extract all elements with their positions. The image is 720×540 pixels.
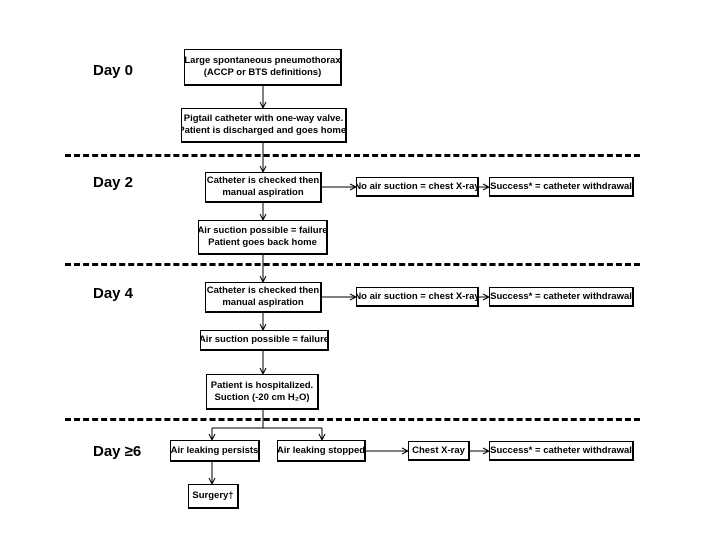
box-no-air-suction-day-2: No air suction = chest X-ray: [356, 177, 479, 197]
box-large-pneumothorax: Large spontaneous pneumothorax(ACCP or B…: [184, 49, 342, 86]
separator-day-6: [65, 418, 640, 421]
box-patient-hospitalized: Patient is hospitalized.Suction (-20 cm …: [206, 374, 319, 410]
box-pigtail-catheter: Pigtail catheter with one-way valve.Pati…: [181, 108, 347, 143]
box-chest-xray: Chest X-ray: [408, 441, 470, 461]
box-success-day-2: Success* = catheter withdrawal: [489, 177, 634, 197]
separator-day-4: [65, 263, 640, 266]
box-surgery: Surgery†: [188, 484, 239, 509]
box-success-day-6: Success* = catheter withdrawal: [489, 441, 634, 461]
day-6-label: Day ≥6: [93, 443, 142, 460]
day-2-label: Day 2: [93, 174, 134, 191]
box-air-leaking-stopped: Air leaking stopped: [277, 440, 366, 462]
day-0-label: Day 0: [93, 62, 134, 79]
box-success-day-4: Success* = catheter withdrawal: [489, 287, 634, 307]
box-air-leaking-persists: Air leaking persists: [170, 440, 260, 462]
day-4-label: Day 4: [93, 285, 134, 302]
separator-day-2: [65, 154, 640, 157]
box-no-air-suction-day-4: No air suction = chest X-ray: [356, 287, 479, 307]
box-failure-day-4: Air suction possible = failure: [200, 330, 329, 351]
